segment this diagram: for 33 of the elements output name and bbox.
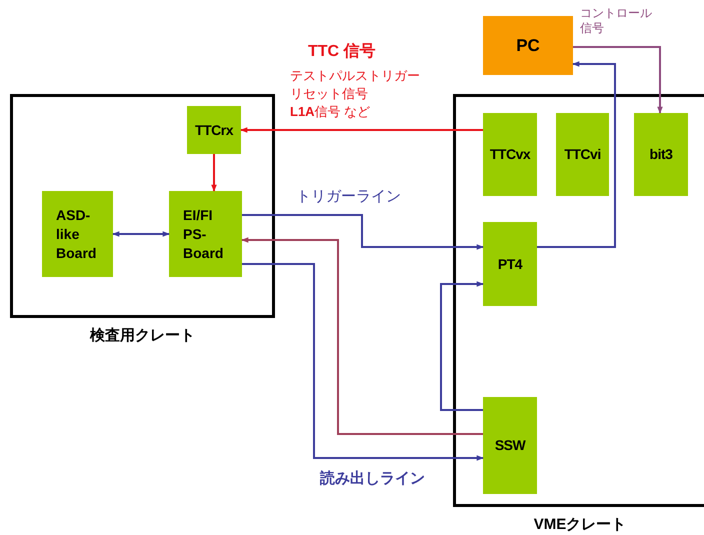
module-label: bit3	[650, 145, 672, 164]
module-box	[483, 222, 537, 306]
module-label: SSW	[494, 436, 526, 455]
computer-box	[483, 16, 573, 75]
connector-arrow	[211, 154, 217, 192]
connector-arrow	[240, 127, 483, 133]
module-label: PT4	[498, 254, 522, 274]
module-box	[169, 191, 242, 277]
connector-arrow	[440, 281, 484, 411]
module-label: TTCvi	[564, 145, 601, 164]
connector-arrow	[242, 263, 484, 461]
module-box	[483, 397, 537, 494]
connector-arrow	[242, 214, 484, 250]
module-box	[483, 113, 537, 196]
module-label: ASD- like Board	[56, 206, 98, 262]
crate-label: 検査用クレート	[88, 326, 196, 346]
module-label: TTCvx	[490, 145, 530, 164]
module-label: EI/FI PS- Board	[183, 206, 224, 262]
signal-note: L1A信号 など	[290, 103, 370, 121]
module-box	[556, 113, 609, 196]
signal-note: TTC 信号	[308, 42, 376, 62]
signal-note: テストパルストリガー	[290, 67, 420, 85]
connector-arrow	[241, 237, 483, 435]
module-box	[634, 113, 688, 196]
signal-note: リセット信号	[290, 85, 368, 103]
connector-arrow	[537, 61, 616, 248]
module-box	[42, 191, 113, 277]
crate-label: VMEクレート	[532, 515, 628, 535]
connector-arrow	[573, 46, 663, 114]
connector-arrow	[112, 231, 170, 237]
module-box	[187, 106, 241, 154]
module-label: PC	[516, 34, 540, 57]
module-label: TTCrx	[195, 120, 233, 140]
